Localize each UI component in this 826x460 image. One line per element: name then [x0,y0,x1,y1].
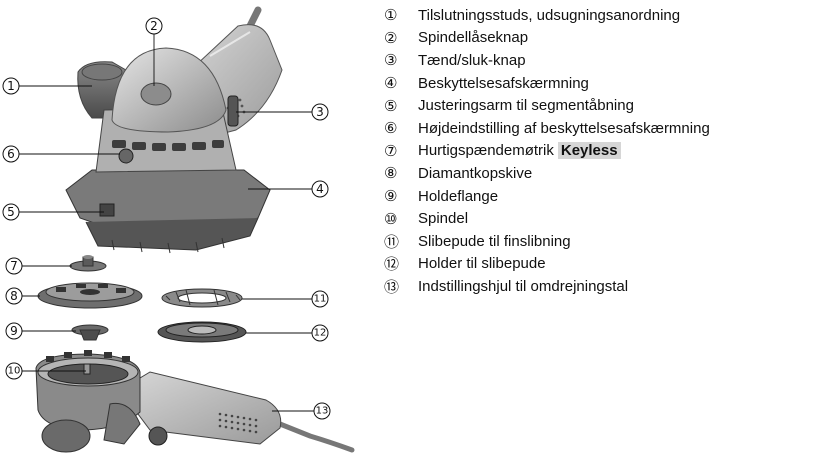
legend-item-2: ② Spindellåseknap [384,27,824,50]
grinder-side-view [36,350,352,452]
legend-number: ⑧ [384,164,418,182]
diamond-cup-wheel [38,283,142,308]
callout-13: 13 [314,403,330,419]
svg-text:6: 6 [7,147,15,161]
callout-5: 5 [3,204,19,220]
svg-text:8: 8 [10,289,18,303]
svg-text:7: 7 [10,259,18,273]
grinder-top-view [66,10,282,253]
svg-text:9: 9 [10,324,18,338]
legend-number: ⑨ [384,187,418,205]
legend-number: ⑦ [384,142,418,160]
legend-number: ④ [384,74,418,92]
callout-8: 8 [6,288,22,304]
legend-number: ① [384,6,418,24]
legend-item-5: ⑤ Justeringsarm til segmentåbning [384,94,824,117]
callout-9: 9 [6,323,22,339]
legend-number: ⑤ [384,97,418,115]
legend-item-1: ① Tilslutningsstuds, udsugningsanordning [384,4,824,27]
legend-label: Slibepude til finslibning [418,233,571,250]
svg-text:13: 13 [316,406,329,417]
legend-label: Diamantkopskive [418,165,532,182]
legend-item-4: ④ Beskyttelsesafskærmning [384,72,824,95]
keyless-nut [70,255,106,271]
legend-number: ⑪ [384,231,418,252]
legend-label: Højdeindstilling af beskyttelsesafskærmn… [418,120,710,137]
callout-12: 12 [312,325,328,341]
legend-number: ② [384,29,418,47]
svg-text:2: 2 [150,19,158,33]
callout-11: 11 [312,291,328,307]
legend-label: Beskyttelsesafskærmning [418,75,589,92]
legend-item-10: ⑩ Spindel [384,207,824,230]
callout-2: 2 [146,18,162,34]
keyless-highlight: Keyless [558,142,621,159]
legend-item-11: ⑪ Slibepude til finslibning [384,230,824,253]
callout-7: 7 [6,258,22,274]
legend-label: Holder til slibepude [418,255,546,272]
callout-6: 6 [3,146,19,162]
legend-number: ③ [384,51,418,69]
callout-3: 3 [312,104,328,120]
legend-label: Justeringsarm til segmentåbning [418,97,634,114]
legend-label: Tænd/sluk-knap [418,52,526,69]
pad-holder [158,322,246,342]
svg-text:5: 5 [7,205,15,219]
legend-number: ⑩ [384,210,418,228]
callout-1: 1 [3,78,19,94]
svg-text:4: 4 [316,182,324,196]
svg-text:1: 1 [7,79,15,93]
callout-4: 4 [312,181,328,197]
svg-text:11: 11 [314,294,327,305]
legend-label: Indstillingshjul til omdrejningstal [418,278,628,295]
legend-label: Holdeflange [418,188,498,205]
legend-item-6: ⑥ Højdeindstilling af beskyttelsesafskær… [384,117,824,140]
legend-label: Hurtigspændemøtrik [418,142,554,159]
legend-item-8: ⑧ Diamantkopskive [384,162,824,185]
legend-item-9: ⑨ Holdeflange [384,185,824,208]
legend-number: ⑫ [384,253,418,274]
legend-label: Spindellåseknap [418,29,528,46]
svg-text:10: 10 [8,366,21,377]
svg-text:3: 3 [316,105,324,119]
legend-item-3: ③ Tænd/sluk-knap [384,49,824,72]
legend-number: ⑬ [384,276,418,297]
parts-legend: ① Tilslutningsstuds, udsugningsanordning… [384,4,824,298]
svg-text:12: 12 [314,328,327,339]
callout-10: 10 [6,363,22,379]
legend-label: Spindel [418,210,468,227]
holding-flange [72,325,108,340]
legend-item-13: ⑬ Indstillingshjul til omdrejningstal [384,275,824,298]
legend-label: Tilslutningsstuds, udsugningsanordning [418,7,680,24]
legend-number: ⑥ [384,119,418,137]
tool-illustration: 1 2 3 4 5 6 7 8 [0,0,370,460]
legend-item-12: ⑫ Holder til slibepude [384,253,824,276]
legend-item-7: ⑦ Hurtigspændemøtrik Keyless [384,140,824,163]
fine-grinding-pad [162,289,242,307]
